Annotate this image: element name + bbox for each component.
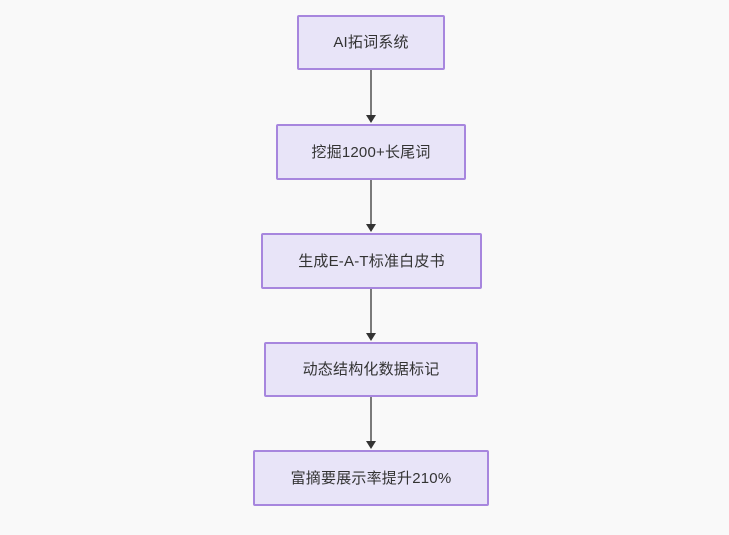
flow-node-rich-snippet-result[interactable]: 富摘要展示率提升210% — [253, 450, 489, 506]
flow-node-longtail-keywords[interactable]: 挖掘1200+长尾词 — [276, 124, 466, 180]
flow-arrowhead-3 — [366, 333, 376, 341]
flow-edge-2 — [370, 180, 372, 225]
flow-arrowhead-2 — [366, 224, 376, 232]
flow-edge-1 — [370, 70, 372, 116]
flow-node-label: 生成E-A-T标准白皮书 — [298, 252, 445, 270]
flow-node-label: 富摘要展示率提升210% — [290, 469, 452, 487]
flow-arrowhead-4 — [366, 441, 376, 449]
flow-node-eat-whitepaper[interactable]: 生成E-A-T标准白皮书 — [261, 233, 482, 289]
flow-node-ai-keyword-system[interactable]: AI拓词系统 — [297, 15, 445, 70]
flow-edge-3 — [370, 289, 372, 334]
flow-node-structured-data-markup[interactable]: 动态结构化数据标记 — [264, 342, 478, 397]
flow-arrowhead-1 — [366, 115, 376, 123]
flow-node-label: 挖掘1200+长尾词 — [311, 143, 431, 161]
flow-edge-4 — [370, 397, 372, 442]
flow-node-label: AI拓词系统 — [333, 34, 409, 51]
flow-node-label: 动态结构化数据标记 — [302, 361, 440, 378]
